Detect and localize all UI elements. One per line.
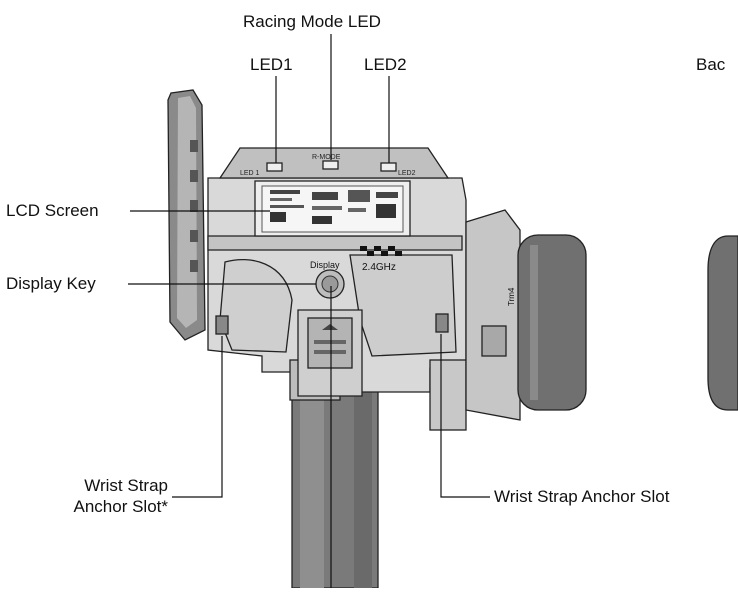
- trim-mark: Trm4: [507, 287, 516, 306]
- freq-mark: 2.4GHz: [362, 262, 396, 273]
- trigger: [297, 309, 363, 397]
- wrist-strap-slot-left: [215, 315, 229, 335]
- rmode-led-indicator: [322, 160, 339, 170]
- racing-mode-led-label: Racing Mode LED: [243, 12, 381, 31]
- callout-leaders: [128, 34, 490, 588]
- display-key-label: Display Key: [6, 274, 96, 293]
- led1-indicator: [266, 162, 283, 172]
- lcd-screen: [254, 180, 411, 237]
- back-label-cut: Bac: [696, 55, 726, 74]
- led1-label: LED1: [250, 55, 293, 74]
- wheel-back-partial: [707, 235, 738, 411]
- led2-label: LED2: [364, 55, 407, 74]
- rmode-mark: R-MODE: [312, 154, 341, 161]
- display-mark: Display: [310, 260, 340, 270]
- lcd-screen-label: LCD Screen: [6, 201, 99, 220]
- antenna: [167, 89, 206, 341]
- led2-mark: LED2: [398, 170, 416, 177]
- led1-mark: LED 1: [240, 170, 260, 177]
- checker-logo: [360, 246, 402, 256]
- trim-bracket: [465, 209, 521, 421]
- steering-wheel: [517, 234, 587, 411]
- display-key-button: [315, 269, 345, 299]
- led2-indicator: [380, 162, 397, 172]
- wrist-strap-right-label: Wrist Strap Anchor Slot: [494, 487, 670, 506]
- wrist-strap-slot-right: [435, 313, 449, 333]
- wrist-strap-left-label-line1: Wrist Strap: [84, 476, 168, 495]
- wrist-strap-left-label-line2: Anchor Slot*: [73, 497, 169, 516]
- led-panel: [218, 147, 450, 179]
